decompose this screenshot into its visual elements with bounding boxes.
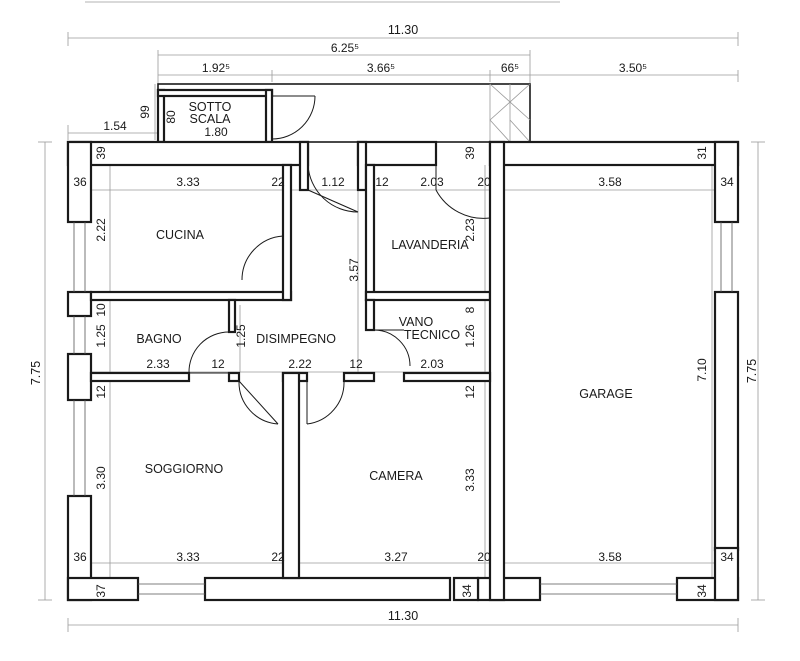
dim-bagno-h: 1.25: [94, 324, 108, 348]
dim-cam-w: 3.27: [384, 550, 408, 564]
dim-w31: 31: [695, 146, 709, 160]
dim-disimp-h: 3.57: [347, 258, 361, 282]
dim-w20-bot: 20: [477, 550, 491, 564]
dim-w34-b1: 34: [460, 584, 474, 598]
dim-total-width-bottom: 11.30: [388, 609, 418, 623]
staircase: [156, 83, 531, 144]
dim-disimp-mid-h: 1.25: [234, 324, 248, 348]
dimension-lines: [38, 1, 765, 632]
dim-w20-top: 20: [477, 175, 491, 189]
dim-w12-bagno: 12: [211, 357, 225, 371]
room-label-vano-tecnico-2: TECNICO: [404, 328, 461, 342]
dim-seg-1: 1.92⁵: [202, 61, 230, 75]
room-label-disimpegno: DISIMPEGNO: [256, 332, 336, 346]
door-swings: [188, 95, 491, 425]
dim-upper-span: 6.25⁵: [331, 41, 359, 55]
interior-walls: [89, 140, 506, 602]
windows: [73, 222, 733, 595]
dim-garage-w-top: 3.58: [598, 175, 622, 189]
room-label-bagno: BAGNO: [136, 332, 181, 346]
dim-sog-w: 3.33: [176, 550, 200, 564]
dim-w34-b2: 34: [695, 584, 709, 598]
dim-total-width-top: 11.30: [388, 23, 418, 37]
room-label-sotto-scala: SOTTO: [189, 100, 232, 114]
room-label-cucina: CUCINA: [156, 228, 205, 242]
exterior-walls: [66, 140, 740, 602]
room-label-garage: GARAGE: [579, 387, 633, 401]
dim-w12-cam: 12: [463, 385, 477, 399]
dim-w39-b: 39: [463, 146, 477, 160]
dim-sotto-width: 1.80: [204, 125, 228, 139]
room-label-lavanderia: LAVANDERIA: [391, 238, 469, 252]
dim-cucina-w: 3.33: [176, 175, 200, 189]
room-label-vano-tecnico: VANO: [399, 315, 434, 329]
dim-seg-3: 66⁵: [501, 61, 519, 75]
dim-garage-h: 7.10: [695, 358, 709, 382]
dim-w34-bot: 34: [720, 550, 734, 564]
dim-w34-top: 34: [720, 175, 734, 189]
dim-cucina-h: 2.22: [94, 218, 108, 242]
room-label-sotto-scala-2: SCALA: [190, 112, 232, 126]
dim-sotto-depth: 80: [164, 110, 178, 124]
dim-vano-w: 2.03: [420, 357, 444, 371]
room-label-camera: CAMERA: [369, 469, 423, 483]
dim-disimp-w: 2.22: [288, 357, 312, 371]
dim-w36-top: 36: [73, 175, 87, 189]
dim-left-offset: 1.54: [103, 119, 127, 133]
dim-w22-top: 22: [271, 175, 285, 189]
dim-height-right: 7.75: [745, 359, 759, 383]
dim-bagno-w: 2.33: [146, 357, 170, 371]
dim-stair-depth: 99: [138, 105, 152, 119]
dim-w10: 10: [94, 303, 108, 317]
dim-vano-h: 1.26: [463, 324, 477, 348]
dim-cam-h: 3.33: [463, 468, 477, 492]
dim-w36-bot: 36: [73, 550, 87, 564]
dim-w39-a: 39: [94, 146, 108, 160]
dim-garage-w-bot: 3.58: [598, 550, 622, 564]
dimension-labels: 11.30 6.25⁵ 1.92⁵ 3.66⁵ 66⁵ 3.50⁵ 1.54 9…: [29, 23, 759, 623]
room-labels: SOTTO SCALA CUCINA LAVANDERIA BAGNO DISI…: [136, 100, 632, 483]
dim-w37: 37: [94, 584, 108, 598]
dim-lav-w: 2.03: [420, 175, 444, 189]
dim-w12-vano: 12: [349, 357, 363, 371]
dim-height-left: 7.75: [29, 361, 43, 385]
dim-sog-h: 3.30: [94, 466, 108, 490]
dim-corr-w: 1.12: [321, 175, 345, 189]
dim-lav-h: 2.23: [463, 218, 477, 242]
dim-w22-bot: 22: [271, 550, 285, 564]
dim-w12-sog: 12: [94, 385, 108, 399]
dim-seg-2: 3.66⁵: [367, 61, 395, 75]
room-label-soggiorno: SOGGIORNO: [145, 462, 224, 476]
dim-seg-4: 3.50⁵: [619, 61, 647, 75]
dim-w12-top: 12: [375, 175, 389, 189]
dim-w8: 8: [463, 306, 477, 313]
